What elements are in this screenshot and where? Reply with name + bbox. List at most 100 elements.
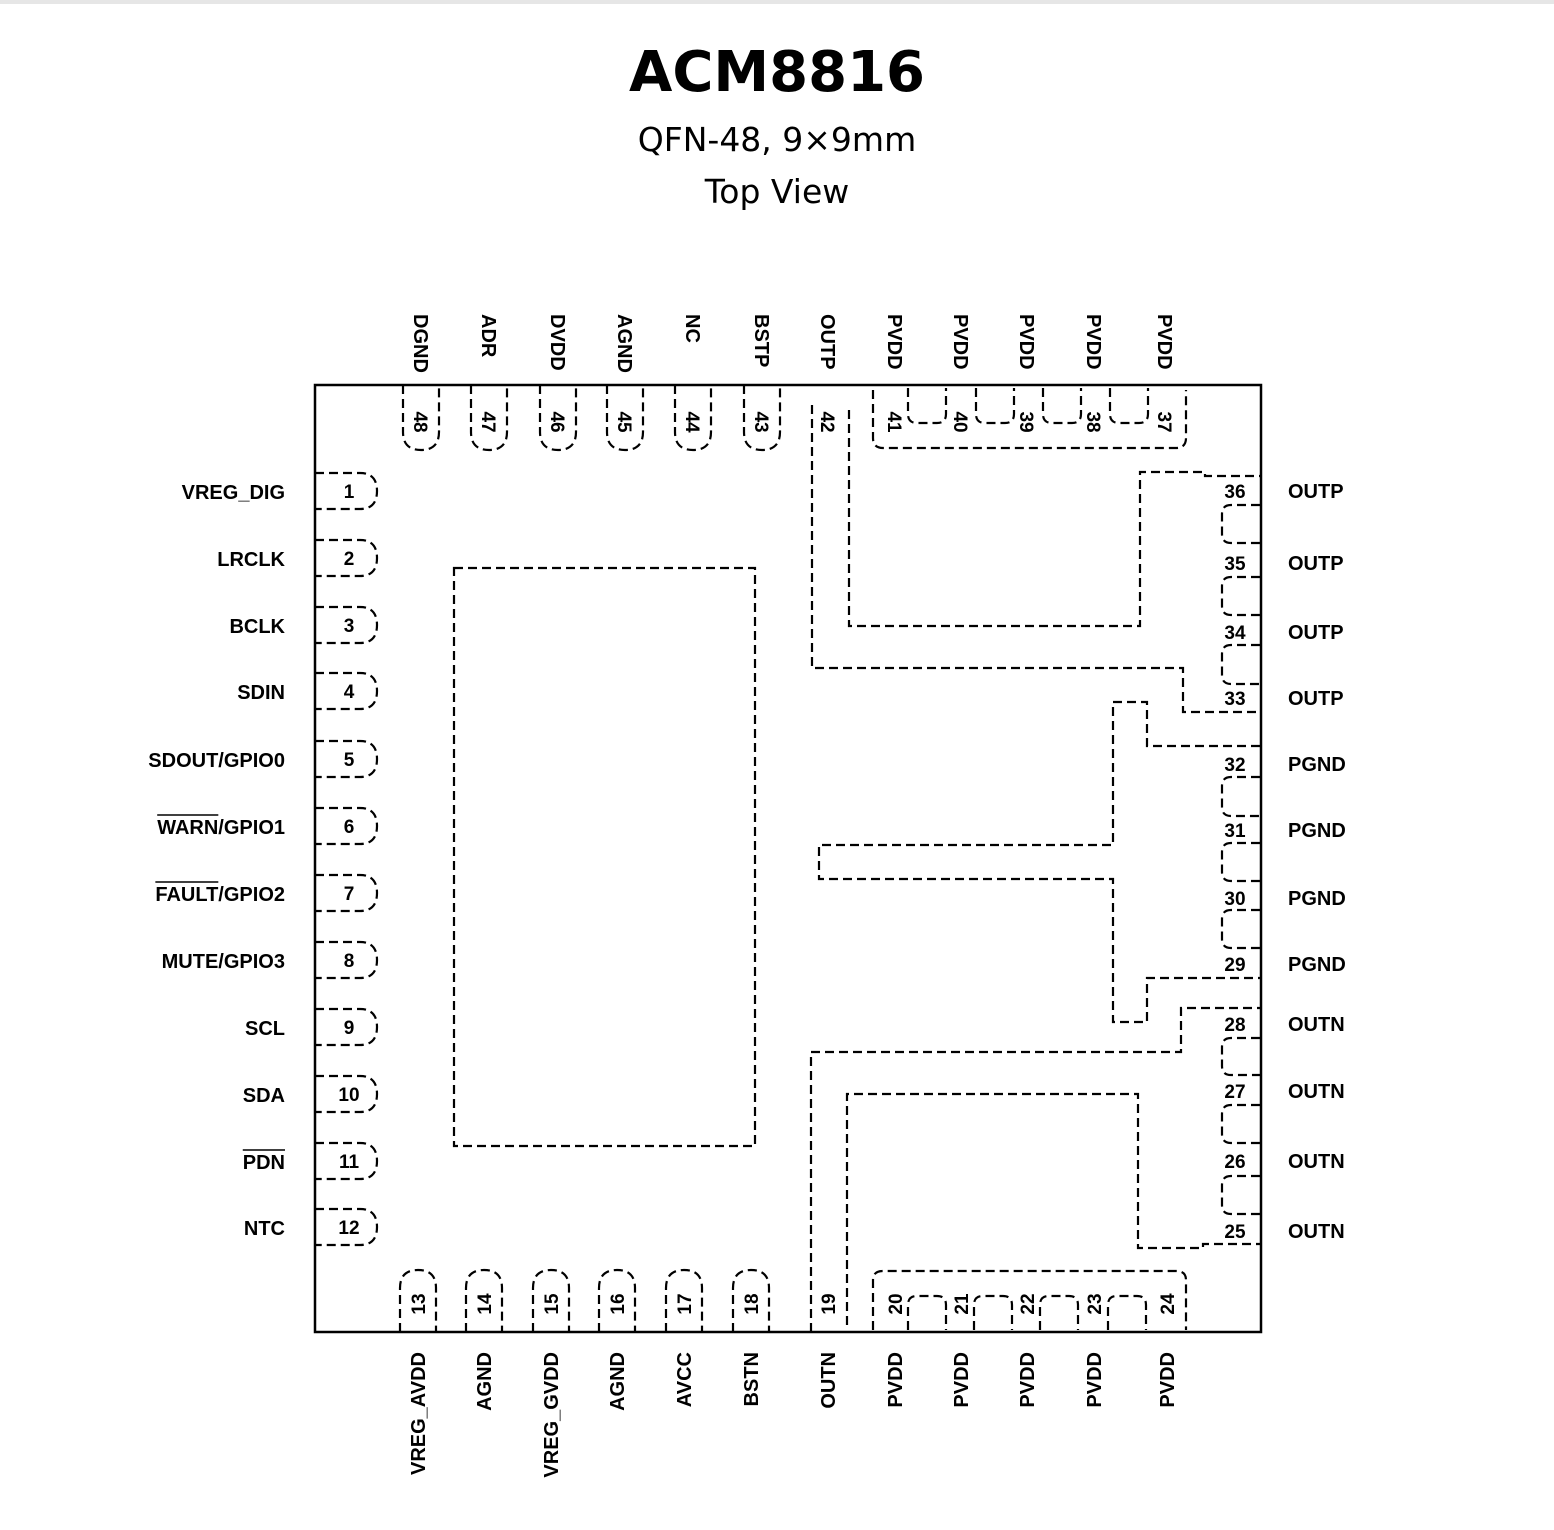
pin-pad-bottom-notch (972, 1294, 1014, 1330)
pin-number: 16 (608, 1293, 629, 1314)
pin-number: 28 (1224, 1015, 1245, 1036)
pin-group (315, 385, 1260, 1332)
pin-number: 10 (338, 1085, 359, 1106)
outp-lower-trace (810, 405, 1260, 714)
pin-number: 9 (344, 1018, 355, 1039)
pin-name: OUTN (818, 1352, 840, 1409)
pin-name: PDN (243, 1152, 285, 1174)
pin-number: 37 (1153, 411, 1174, 432)
pin-pad-top (538, 385, 578, 452)
pin-number: 38 (1082, 411, 1103, 432)
pin-number: 15 (542, 1293, 563, 1315)
pin-pad-right (1220, 575, 1260, 617)
pin-name: BSTP (750, 314, 772, 367)
pin-number: 33 (1224, 689, 1245, 710)
pgnd-plane-trace (817, 700, 1260, 1024)
pin-name: SCL (245, 1018, 285, 1040)
pin-name: MUTE/GPIO3 (162, 951, 285, 973)
pin-pad-top (469, 385, 509, 452)
pin-pad-right (1220, 908, 1260, 950)
pin-name: PGND (1288, 820, 1346, 842)
pin-name: BCLK (229, 616, 285, 638)
chip-title: ACM8816 (628, 40, 926, 105)
pin-number: 42 (816, 411, 837, 432)
pin-pad-left (315, 605, 379, 645)
pin-pad-right (1220, 841, 1260, 883)
pin-name: PGND (1288, 888, 1346, 910)
pin-number: 24 (1158, 1293, 1179, 1315)
pin-name: PVDD (885, 1352, 907, 1408)
pin-name: OUTN (1288, 1014, 1345, 1036)
pin-pad-right (1220, 643, 1260, 686)
pin-name: AVCC (674, 1352, 696, 1407)
pin-pad-left (315, 806, 379, 846)
pin-name: PVDD (949, 314, 971, 370)
pin-pad-right (1220, 1174, 1260, 1216)
pin-name: OUTP (1288, 553, 1344, 575)
pin-pad-bottom-notch (906, 1294, 948, 1330)
pin-pad-left (315, 1207, 379, 1247)
pin-name: PVDD (1017, 1352, 1039, 1408)
pin-pad-left (315, 739, 379, 779)
pin-number: 43 (750, 411, 771, 432)
pin-pad-bottom (664, 1268, 704, 1332)
pin-number: 26 (1224, 1152, 1245, 1173)
pin-number: 32 (1224, 755, 1245, 776)
view-label: Top View (704, 172, 850, 211)
pin-name: PVDD (1157, 1352, 1179, 1408)
pin-number: 35 (1224, 554, 1246, 575)
pin-name: AGND (613, 314, 635, 373)
pin-pad-top-notch (974, 388, 1016, 425)
pin-pad-bottom-notch (1038, 1294, 1080, 1330)
pin-name: NC (681, 314, 703, 343)
pin-pad-top-notch (1041, 388, 1083, 425)
pin-pad-bottom (531, 1268, 571, 1332)
pin-number: 23 (1085, 1293, 1106, 1314)
pin-number: 18 (742, 1293, 763, 1314)
pin-pad-left (315, 538, 379, 578)
pin-number: 2 (344, 549, 355, 570)
pin-name: AGND (474, 1352, 496, 1411)
pin-pad-right (1220, 775, 1260, 818)
pin-pad-left (315, 873, 379, 913)
pin-pad-bottom (731, 1268, 771, 1332)
pin-number: 36 (1224, 482, 1245, 503)
pvdd-top-pad (871, 390, 1188, 450)
pin-number: 39 (1015, 411, 1036, 432)
pin-number: 30 (1224, 889, 1245, 910)
pin-number: 11 (339, 1152, 360, 1173)
pin-name: FAULT/GPIO2 (155, 884, 285, 906)
pin-name: VREG_DIG (182, 482, 285, 504)
pvdd-bottom-pad (871, 1269, 1188, 1330)
pin-number: 31 (1224, 821, 1246, 842)
pin-name: SDIN (237, 682, 285, 704)
pin-name: OUTP (1288, 481, 1344, 503)
pin-number: 22 (1018, 1293, 1039, 1314)
pin-pad-top (742, 385, 782, 452)
pin-pad-bottom (597, 1268, 637, 1332)
pin-name: PVDD (1082, 314, 1104, 370)
pin-pad-bottom (464, 1268, 504, 1332)
outn-upper-trace (845, 1092, 1260, 1325)
pin-pad-top (673, 385, 713, 452)
exposed-pad-digital (452, 566, 757, 1148)
pin-pad-left (315, 1007, 379, 1047)
pin-number: 7 (344, 884, 355, 905)
pin-pad-left (315, 1141, 379, 1181)
pin-name: SDA (243, 1085, 285, 1107)
pin-number: 3 (344, 616, 355, 637)
pin-number: 17 (675, 1293, 696, 1314)
pin-number: 40 (949, 411, 970, 432)
pin-name: NTC (244, 1218, 285, 1240)
pin-label-group: 1VREG_DIG2LRCLK3BCLK4SDIN5SDOUT/GPIO06WA… (148, 314, 1346, 1478)
pin-name: AGND (607, 1352, 629, 1411)
pin-number: 8 (344, 951, 355, 972)
pin-name: OUTN (1288, 1151, 1345, 1173)
pin-number: 47 (477, 411, 498, 432)
pin-number: 12 (338, 1218, 359, 1239)
pin-pad-left (315, 471, 379, 511)
pin-number: 19 (819, 1293, 840, 1314)
pin-name: OUTN (1288, 1221, 1345, 1243)
pin-number: 4 (344, 682, 355, 703)
